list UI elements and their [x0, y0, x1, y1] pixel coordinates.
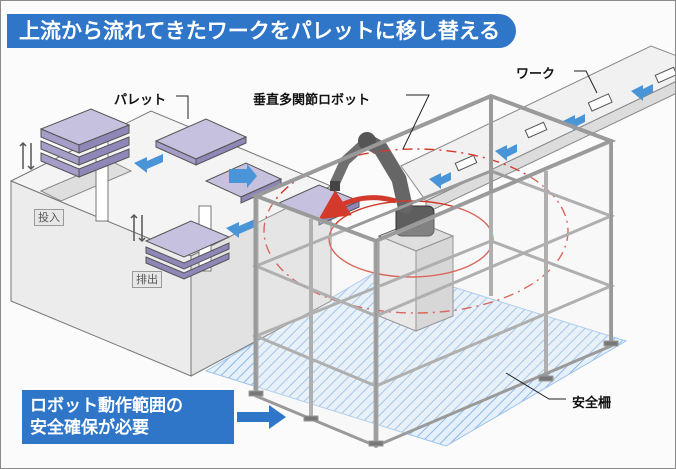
callout-line-2: 安全確保が必要 [30, 418, 149, 438]
safety-fence [248, 93, 619, 449]
transfer-arrows [134, 154, 257, 238]
callout-arrow [237, 405, 286, 429]
conveyor-arrows [429, 84, 653, 189]
callout-box: ロボット動作範囲の 安全確保が必要 [22, 390, 234, 444]
pallet-stack-output [144, 220, 231, 280]
leader-lines [176, 70, 598, 400]
tag-input: 投入 [34, 209, 64, 226]
lift-arrows [19, 141, 146, 243]
callout-line-1: ロボット動作範囲の [30, 396, 183, 416]
pallet-stack-input [39, 108, 131, 178]
label-robot: 垂直多関節ロボット [253, 93, 371, 108]
label-pallet: パレット [114, 93, 167, 108]
tag-output: 排出 [132, 271, 162, 288]
conveyor [400, 45, 675, 214]
page-title: 上流から流れてきたワークをパレットに移し替える [7, 14, 517, 48]
label-safety-fence: 安全柵 [572, 396, 612, 411]
pallet-empty [154, 118, 248, 166]
label-work: ワーク [516, 67, 556, 82]
